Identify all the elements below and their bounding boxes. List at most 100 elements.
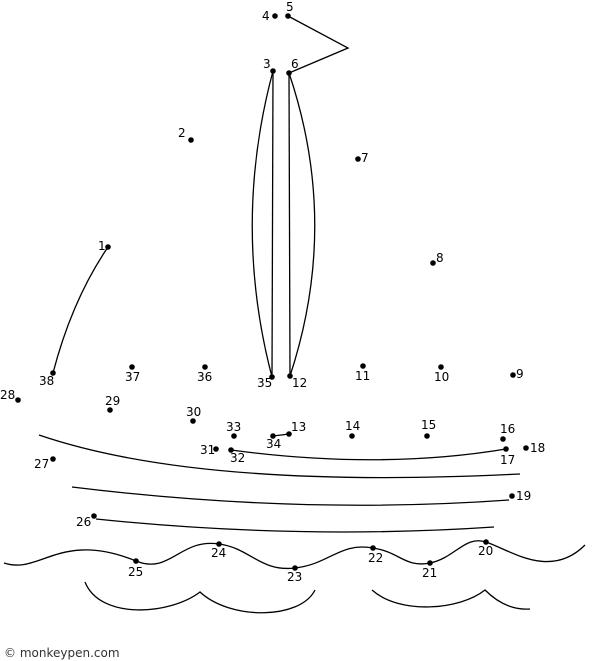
copyright-footer: © monkeypen.com xyxy=(4,646,120,660)
dot-31: 31 xyxy=(200,443,219,457)
mast-left-curve xyxy=(251,70,274,378)
dot-label: 17 xyxy=(500,453,515,467)
dot-label: 36 xyxy=(197,370,212,384)
dot-10: 10 xyxy=(434,364,449,384)
dot-marker xyxy=(15,397,21,403)
dot-24: 24 xyxy=(211,541,226,560)
dot-label: 32 xyxy=(230,451,245,465)
dot-marker xyxy=(202,364,208,370)
dot-29: 29 xyxy=(105,394,120,413)
dot-28: 28 xyxy=(0,388,21,403)
dot-23: 23 xyxy=(287,565,302,584)
dot-label: 21 xyxy=(422,566,437,580)
dot-14: 14 xyxy=(345,419,360,439)
dot-label: 38 xyxy=(39,374,54,388)
dot-32: 32 xyxy=(228,447,245,465)
dot-marker xyxy=(129,364,135,370)
dot-marker xyxy=(427,560,433,566)
dot-marker xyxy=(269,374,275,380)
dot-marker xyxy=(216,541,222,547)
dot-18: 18 xyxy=(523,441,545,455)
dot-marker xyxy=(500,436,506,442)
dot-label: 5 xyxy=(286,0,294,14)
mast-right-curve xyxy=(288,72,316,377)
dot-6: 6 xyxy=(286,57,299,76)
hull-line-2 xyxy=(71,486,510,506)
dot-4: 4 xyxy=(262,9,278,23)
dot-marker xyxy=(213,446,219,452)
dot-label: 27 xyxy=(34,457,49,471)
dot-marker xyxy=(286,70,292,76)
dot-label: 37 xyxy=(125,370,140,384)
dot-marker xyxy=(523,445,529,451)
dot-13: 13 xyxy=(286,420,306,437)
dot-marker xyxy=(91,513,97,519)
dot-36: 36 xyxy=(197,364,212,384)
dot-marker xyxy=(292,565,298,571)
dot-26: 26 xyxy=(76,513,97,529)
dot-37: 37 xyxy=(125,364,140,384)
dot-marker xyxy=(509,493,515,499)
dot-marker xyxy=(107,407,113,413)
dot-label: 2 xyxy=(178,126,186,140)
dot-label: 16 xyxy=(500,422,515,436)
dot-marker xyxy=(510,372,516,378)
dot-33: 33 xyxy=(226,420,241,439)
dot-1: 1 xyxy=(98,239,111,253)
dot-marker xyxy=(370,545,376,551)
dot-marker xyxy=(503,446,509,452)
dot-2: 2 xyxy=(178,126,194,143)
dot-marker xyxy=(287,373,293,379)
line-1-38 xyxy=(52,246,109,374)
dot-15: 15 xyxy=(421,418,436,439)
dot-label: 14 xyxy=(345,419,360,433)
dot-marker xyxy=(285,13,291,19)
dot-marker xyxy=(190,418,196,424)
dot-label: 4 xyxy=(262,9,270,23)
dot-5: 5 xyxy=(285,0,294,19)
dot-marker xyxy=(349,433,355,439)
wave-main xyxy=(3,540,586,570)
dot-label: 3 xyxy=(263,57,271,71)
dot-label: 11 xyxy=(355,369,370,383)
dot-label: 28 xyxy=(0,388,15,402)
mast-right-straight xyxy=(288,72,291,377)
dot-label: 35 xyxy=(257,376,272,390)
dot-label: 31 xyxy=(200,443,215,457)
dot-9: 9 xyxy=(510,367,524,381)
dot-label: 1 xyxy=(98,239,106,253)
dot-19: 19 xyxy=(509,489,531,503)
dot-marker xyxy=(105,244,111,250)
dot-marker xyxy=(228,447,234,453)
dot-30: 30 xyxy=(186,405,201,424)
dot-11: 11 xyxy=(355,363,370,383)
dot-20: 20 xyxy=(478,539,493,558)
dot-label: 26 xyxy=(76,515,91,529)
dot-35: 35 xyxy=(257,374,275,390)
dot-label: 34 xyxy=(266,437,281,451)
dot-27: 27 xyxy=(34,456,56,471)
dot-marker xyxy=(360,363,366,369)
dot-34: 34 xyxy=(266,433,281,451)
dot-marker xyxy=(355,156,361,162)
dot-marker xyxy=(424,433,430,439)
dot-7: 7 xyxy=(355,151,369,165)
dot-label: 15 xyxy=(421,418,436,432)
flag xyxy=(287,15,350,74)
dot-marker xyxy=(50,370,56,376)
dot-marker xyxy=(50,456,56,462)
line-32-17 xyxy=(230,448,507,461)
dot-marker xyxy=(270,68,276,74)
dot-marker xyxy=(188,137,194,143)
mast-left-straight xyxy=(271,70,274,378)
dot-marker xyxy=(483,539,489,545)
dot-marker xyxy=(272,13,278,19)
dot-label: 22 xyxy=(368,551,383,565)
dot-label: 18 xyxy=(530,441,545,455)
dot-16: 16 xyxy=(500,422,515,442)
dot-3: 3 xyxy=(263,57,276,74)
dot-8: 8 xyxy=(430,251,444,266)
dot-17: 17 xyxy=(500,446,515,467)
